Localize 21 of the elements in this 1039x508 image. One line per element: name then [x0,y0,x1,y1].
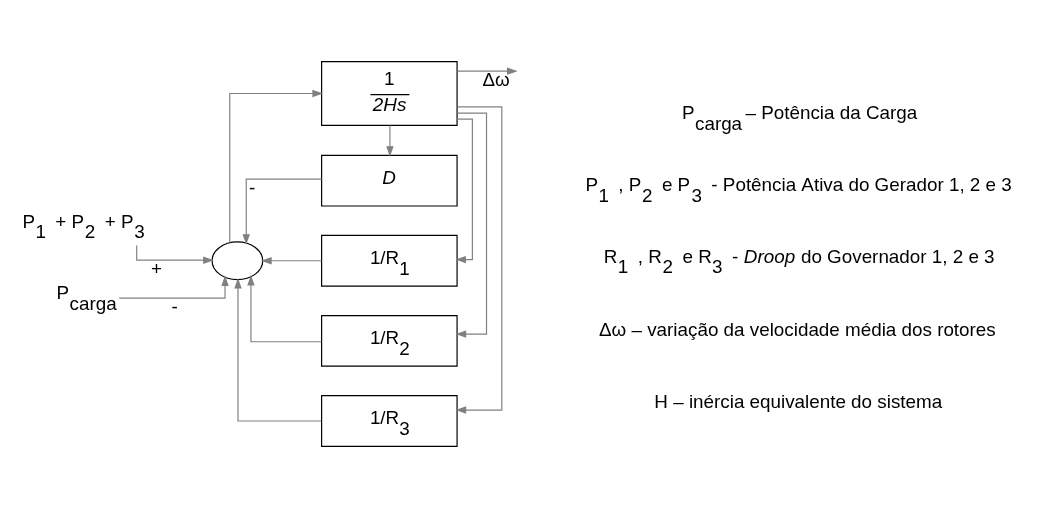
edge-label: - [249,177,256,199]
label: Δω – variação da velocidade média dos rotores [599,318,996,340]
arrow [455,118,473,264]
edge-label: Δω [482,69,510,91]
node-circle [211,241,264,281]
arrow [229,89,323,244]
node-box: D [321,154,458,207]
label: H – inércia equivalente do sistema [654,390,943,412]
arrow [247,275,322,343]
arrow [455,106,503,414]
edge-label: + [151,258,163,280]
arrow [261,257,323,265]
node-box: 1 2Hs [321,61,458,126]
arrow [455,112,488,338]
arrow [118,275,229,299]
arrow [386,124,394,157]
arrow [136,245,214,264]
arrow [234,278,322,422]
arrow [456,67,518,75]
edge-label: - [171,296,178,318]
arrow [242,178,323,245]
